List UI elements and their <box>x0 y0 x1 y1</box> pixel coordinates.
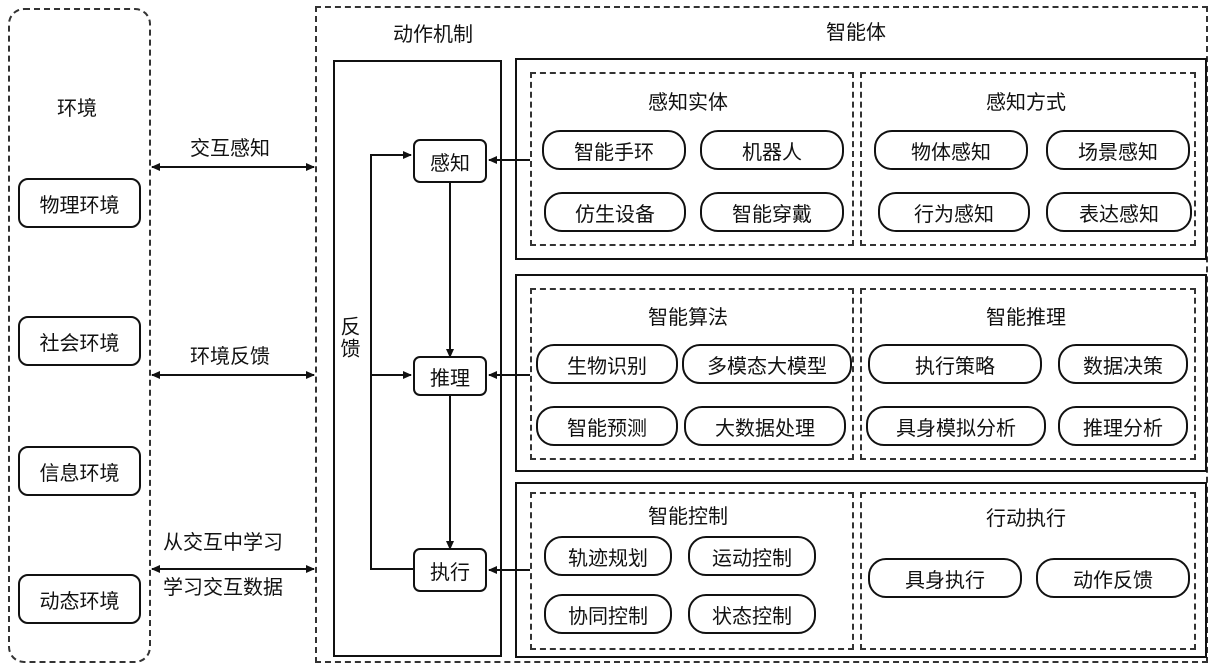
item-trajectory-planning: 轨迹规划 <box>544 536 672 576</box>
env-item-information: 信息环境 <box>18 446 141 496</box>
panel-intelligent-reasoning <box>860 288 1196 460</box>
label-environment-feedback: 环境反馈 <box>190 344 270 368</box>
agent-row-execution <box>515 482 1207 658</box>
node-reason: 推理 <box>413 356 487 396</box>
panel-perception-entities <box>530 72 854 246</box>
mechanism-title: 动作机制 <box>393 22 473 46</box>
item-data-decision: 数据决策 <box>1058 344 1188 384</box>
panel-title: 感知实体 <box>648 90 728 114</box>
item-smart-band: 智能手环 <box>542 130 686 170</box>
environment-title: 环境 <box>57 96 97 120</box>
label-learn-interaction-data: 学习交互数据 <box>163 575 283 599</box>
panel-title: 智能算法 <box>648 305 728 329</box>
item-execution-strategy: 执行策略 <box>868 344 1042 384</box>
mechanism-panel <box>333 60 502 657</box>
label-interactive-perception: 交互感知 <box>190 136 270 160</box>
panel-title: 智能控制 <box>648 504 728 528</box>
item-scene-perception: 场景感知 <box>1046 130 1190 170</box>
item-embodied-execution: 具身执行 <box>868 558 1022 598</box>
item-biometric-recognition: 生物识别 <box>536 344 678 384</box>
item-smart-wearable: 智能穿戴 <box>700 192 844 232</box>
agent-frame <box>315 6 1208 663</box>
feedback-loop-line <box>370 151 413 570</box>
agent-row-reasoning <box>515 274 1207 472</box>
panel-title: 感知方式 <box>986 90 1066 114</box>
panel-action-execution <box>860 492 1196 650</box>
env-item-physical: 物理环境 <box>18 178 141 228</box>
env-item-dynamic: 动态环境 <box>18 574 141 624</box>
item-embodied-simulation: 具身模拟分析 <box>866 406 1046 446</box>
panel-intelligent-control <box>530 492 854 650</box>
item-object-perception: 物体感知 <box>874 130 1028 170</box>
item-bionic-device: 仿生设备 <box>544 192 686 232</box>
item-multimodal-model: 多模态大模型 <box>682 344 852 384</box>
env-item-social: 社会环境 <box>18 316 141 366</box>
item-state-control: 状态控制 <box>688 594 816 634</box>
item-motion-control: 运动控制 <box>688 536 816 576</box>
node-perceive: 感知 <box>413 139 487 183</box>
label-learn-from-interaction: 从交互中学习 <box>163 530 283 554</box>
environment-panel <box>8 8 151 663</box>
item-robot: 机器人 <box>700 130 844 170</box>
panel-title: 行动执行 <box>986 506 1066 530</box>
panel-title: 智能推理 <box>986 305 1066 329</box>
item-reasoning-analysis: 推理分析 <box>1058 406 1188 446</box>
item-action-feedback: 动作反馈 <box>1036 558 1190 598</box>
feedback-label: 反馈 <box>337 316 361 360</box>
item-intelligent-prediction: 智能预测 <box>536 406 678 446</box>
agent-row-perception <box>515 58 1207 260</box>
node-execute: 执行 <box>413 548 487 592</box>
item-big-data-processing: 大数据处理 <box>684 406 846 446</box>
item-coordinated-control: 协同控制 <box>544 594 672 634</box>
panel-perception-modes <box>860 72 1196 246</box>
item-expression-perception: 表达感知 <box>1046 192 1192 232</box>
panel-intelligent-algorithms <box>530 288 854 460</box>
item-behavior-perception: 行为感知 <box>878 192 1030 232</box>
agent-title: 智能体 <box>826 20 886 44</box>
